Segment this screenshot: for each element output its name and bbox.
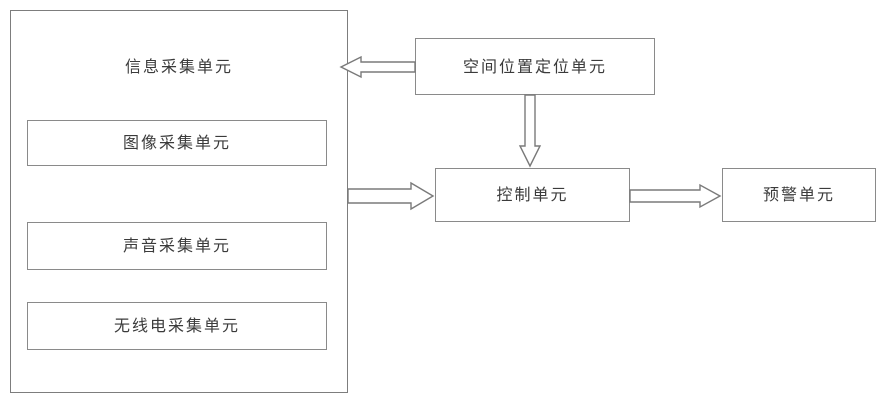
edge-control-to-warning-arrow (629, 183, 722, 209)
node-spatial-position-unit[interactable]: 空间位置定位单元 (415, 38, 655, 95)
node-image-collection-unit[interactable]: 图像采集单元 (27, 120, 327, 166)
node-label-radio-collection-unit: 无线电采集单元 (113, 316, 240, 335)
node-label-control-unit: 控制单元 (496, 185, 569, 204)
node-label-spatial-position-unit: 空间位置定位单元 (462, 56, 607, 76)
node-sound-collection-unit[interactable]: 声音采集单元 (27, 222, 327, 270)
node-label-sound-collection-unit: 声音采集单元 (122, 236, 231, 255)
edge-spatial-to-info-arrow (339, 55, 416, 79)
node-control-unit[interactable]: 控制单元 (435, 168, 630, 222)
node-label-info-collection-unit: 信息采集单元 (124, 57, 233, 76)
node-label-warning-unit: 预警单元 (762, 185, 835, 204)
node-radio-collection-unit[interactable]: 无线电采集单元 (27, 302, 327, 350)
node-warning-unit[interactable]: 预警单元 (722, 168, 876, 222)
edge-info-to-control-arrow (347, 181, 435, 211)
node-label-image-collection-unit: 图像采集单元 (122, 133, 231, 152)
edge-spatial-to-control-arrow (518, 94, 542, 168)
